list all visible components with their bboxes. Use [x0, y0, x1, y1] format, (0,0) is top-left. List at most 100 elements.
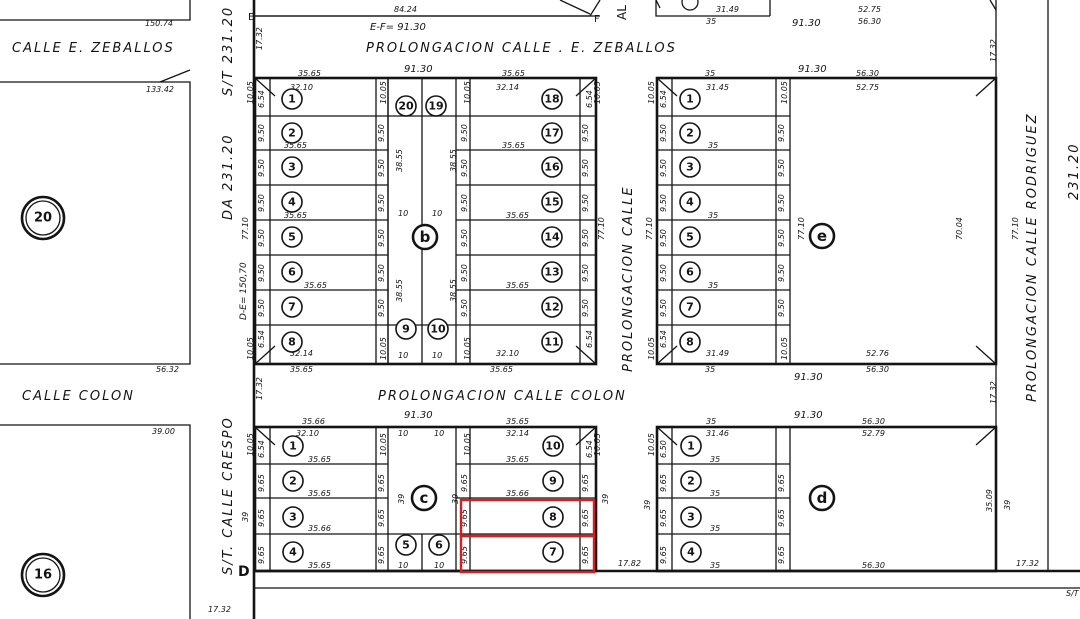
svg-text:10: 10: [432, 351, 442, 360]
block-e-lot-7[interactable]: 7: [679, 296, 701, 318]
block-b-lot-18[interactable]: 18: [541, 88, 563, 110]
svg-text:35.09: 35.09: [985, 489, 994, 512]
block-d-lot-3[interactable]: 3: [680, 506, 702, 528]
block-b-lot-6[interactable]: 6: [281, 261, 303, 283]
block-c-lot-7[interactable]: 7: [542, 541, 564, 563]
svg-text:70.04: 70.04: [955, 217, 964, 240]
svg-text:35.66: 35.66: [308, 524, 331, 533]
left-blocks: 150.74 133.42 56.32 39.00 CALLE E. ZEBAL…: [0, 0, 191, 619]
block-b-lot-5[interactable]: 5: [281, 226, 303, 248]
block-20-marker: 20: [20, 195, 66, 241]
svg-text:52.76: 52.76: [866, 349, 889, 358]
svg-text:56.30: 56.30: [862, 561, 885, 570]
highlighted-lots[interactable]: [459, 498, 596, 574]
block-c-lot-1[interactable]: 1: [282, 435, 304, 457]
block-b-lot-15[interactable]: 15: [541, 191, 563, 213]
svg-text:6: 6: [686, 266, 694, 279]
svg-text:S/T: S/T: [1066, 589, 1080, 598]
block-c-lot-4[interactable]: 4: [282, 541, 304, 563]
block-e-lot-8[interactable]: 8: [679, 331, 701, 353]
svg-text:9.65: 9.65: [777, 474, 786, 492]
svg-text:77.10: 77.10: [597, 217, 606, 240]
block-b-lot-10[interactable]: 10: [427, 318, 449, 340]
svg-text:3: 3: [288, 161, 296, 174]
de-distance: D-E= 150,70: [239, 262, 249, 320]
block-c-lot-5[interactable]: 5: [395, 534, 417, 556]
street-e-zeballos: CALLE E. ZEBALLOS: [12, 41, 175, 56]
svg-text:9.50: 9.50: [460, 124, 469, 142]
svg-text:39: 39: [643, 500, 652, 510]
svg-text:3: 3: [686, 161, 694, 174]
block-b-lot-3[interactable]: 3: [281, 156, 303, 178]
svg-text:31.45: 31.45: [706, 83, 729, 92]
block-b-lot-8[interactable]: 8: [281, 331, 303, 353]
svg-text:2: 2: [687, 475, 695, 488]
block-c-lot-10[interactable]: 10: [542, 435, 564, 457]
block-b-lot-7[interactable]: 7: [281, 296, 303, 318]
svg-text:11: 11: [544, 336, 559, 349]
svg-text:9.65: 9.65: [460, 474, 469, 492]
svg-text:b: b: [420, 228, 431, 246]
svg-text:9.65: 9.65: [257, 474, 266, 492]
svg-text:35: 35: [710, 489, 720, 498]
svg-text:7: 7: [288, 301, 296, 314]
dist-13342: 133.42: [146, 85, 174, 94]
svg-text:9.50: 9.50: [659, 229, 668, 247]
svg-text:56.30: 56.30: [862, 417, 885, 426]
svg-text:10.05: 10.05: [463, 433, 472, 456]
ef-distance: E-F= 91.30: [370, 22, 426, 33]
svg-text:10.05: 10.05: [379, 81, 388, 104]
block-b-lot-11[interactable]: 11: [541, 331, 563, 353]
block-b-lot-17[interactable]: 17: [541, 122, 563, 144]
svg-text:9.50: 9.50: [377, 194, 386, 212]
svg-text:52.79: 52.79: [862, 429, 885, 438]
highlight-lot-8[interactable]: [459, 498, 596, 538]
svg-text:35.65: 35.65: [506, 281, 529, 290]
block-d-lot-4[interactable]: 4: [680, 541, 702, 563]
street-labels: PROLONGACION CALLE . E. ZEBALLOS PROLONG…: [208, 6, 1080, 614]
block-e-lot-3[interactable]: 3: [679, 156, 701, 178]
block-e-lot-4[interactable]: 4: [679, 191, 701, 213]
block-e-lot-1[interactable]: 1: [679, 88, 701, 110]
block-c-lot-8[interactable]: 8: [542, 506, 564, 528]
block-c-lot-6[interactable]: 6: [428, 534, 450, 556]
block-c-lot-2[interactable]: 2: [282, 470, 304, 492]
highlight-lot-7[interactable]: [459, 534, 596, 574]
svg-text:9.65: 9.65: [659, 509, 668, 527]
block-b-lot-2[interactable]: 2: [281, 122, 303, 144]
block-d-lot-1[interactable]: 1: [680, 435, 702, 457]
svg-text:35.65: 35.65: [290, 365, 313, 374]
svg-text:18: 18: [544, 93, 559, 106]
block-b-lot-20[interactable]: 20: [395, 95, 417, 117]
svg-text:35: 35: [706, 17, 716, 26]
block-b-lot-14[interactable]: 14: [541, 226, 563, 248]
svg-text:4: 4: [288, 196, 296, 209]
svg-text:35: 35: [710, 524, 720, 533]
block-e-lot-2[interactable]: 2: [679, 122, 701, 144]
block-e-lot-6[interactable]: 6: [679, 261, 701, 283]
block-c-lot-3[interactable]: 3: [282, 506, 304, 528]
block-b-lot-4[interactable]: 4: [281, 191, 303, 213]
block-b-lot-13[interactable]: 13: [541, 261, 563, 283]
street-prolong-colon: PROLONGACION CALLE COLON: [378, 389, 627, 404]
svg-text:39: 39: [397, 494, 406, 504]
svg-text:9.65: 9.65: [377, 474, 386, 492]
block-b-lot-1[interactable]: 1: [281, 88, 303, 110]
block-b-lot-19[interactable]: 19: [425, 95, 447, 117]
block-b-lot-16[interactable]: 16: [541, 156, 563, 178]
block-e-lot-5[interactable]: 5: [679, 226, 701, 248]
block-b-lot-12[interactable]: 12: [541, 296, 563, 318]
block-c-lot-9[interactable]: 9: [542, 470, 564, 492]
svg-text:9.50: 9.50: [460, 229, 469, 247]
svg-text:17.82: 17.82: [618, 559, 641, 568]
svg-text:F: F: [594, 14, 600, 25]
svg-text:9.50: 9.50: [659, 159, 668, 177]
block-b-lot-9[interactable]: 9: [395, 318, 417, 340]
svg-text:6.54: 6.54: [585, 440, 594, 458]
svg-text:8: 8: [288, 336, 296, 349]
block-d-lot-2[interactable]: 2: [680, 470, 702, 492]
block-c-marker: c: [410, 484, 438, 512]
svg-text:13: 13: [544, 266, 559, 279]
svg-text:9.65: 9.65: [377, 509, 386, 527]
